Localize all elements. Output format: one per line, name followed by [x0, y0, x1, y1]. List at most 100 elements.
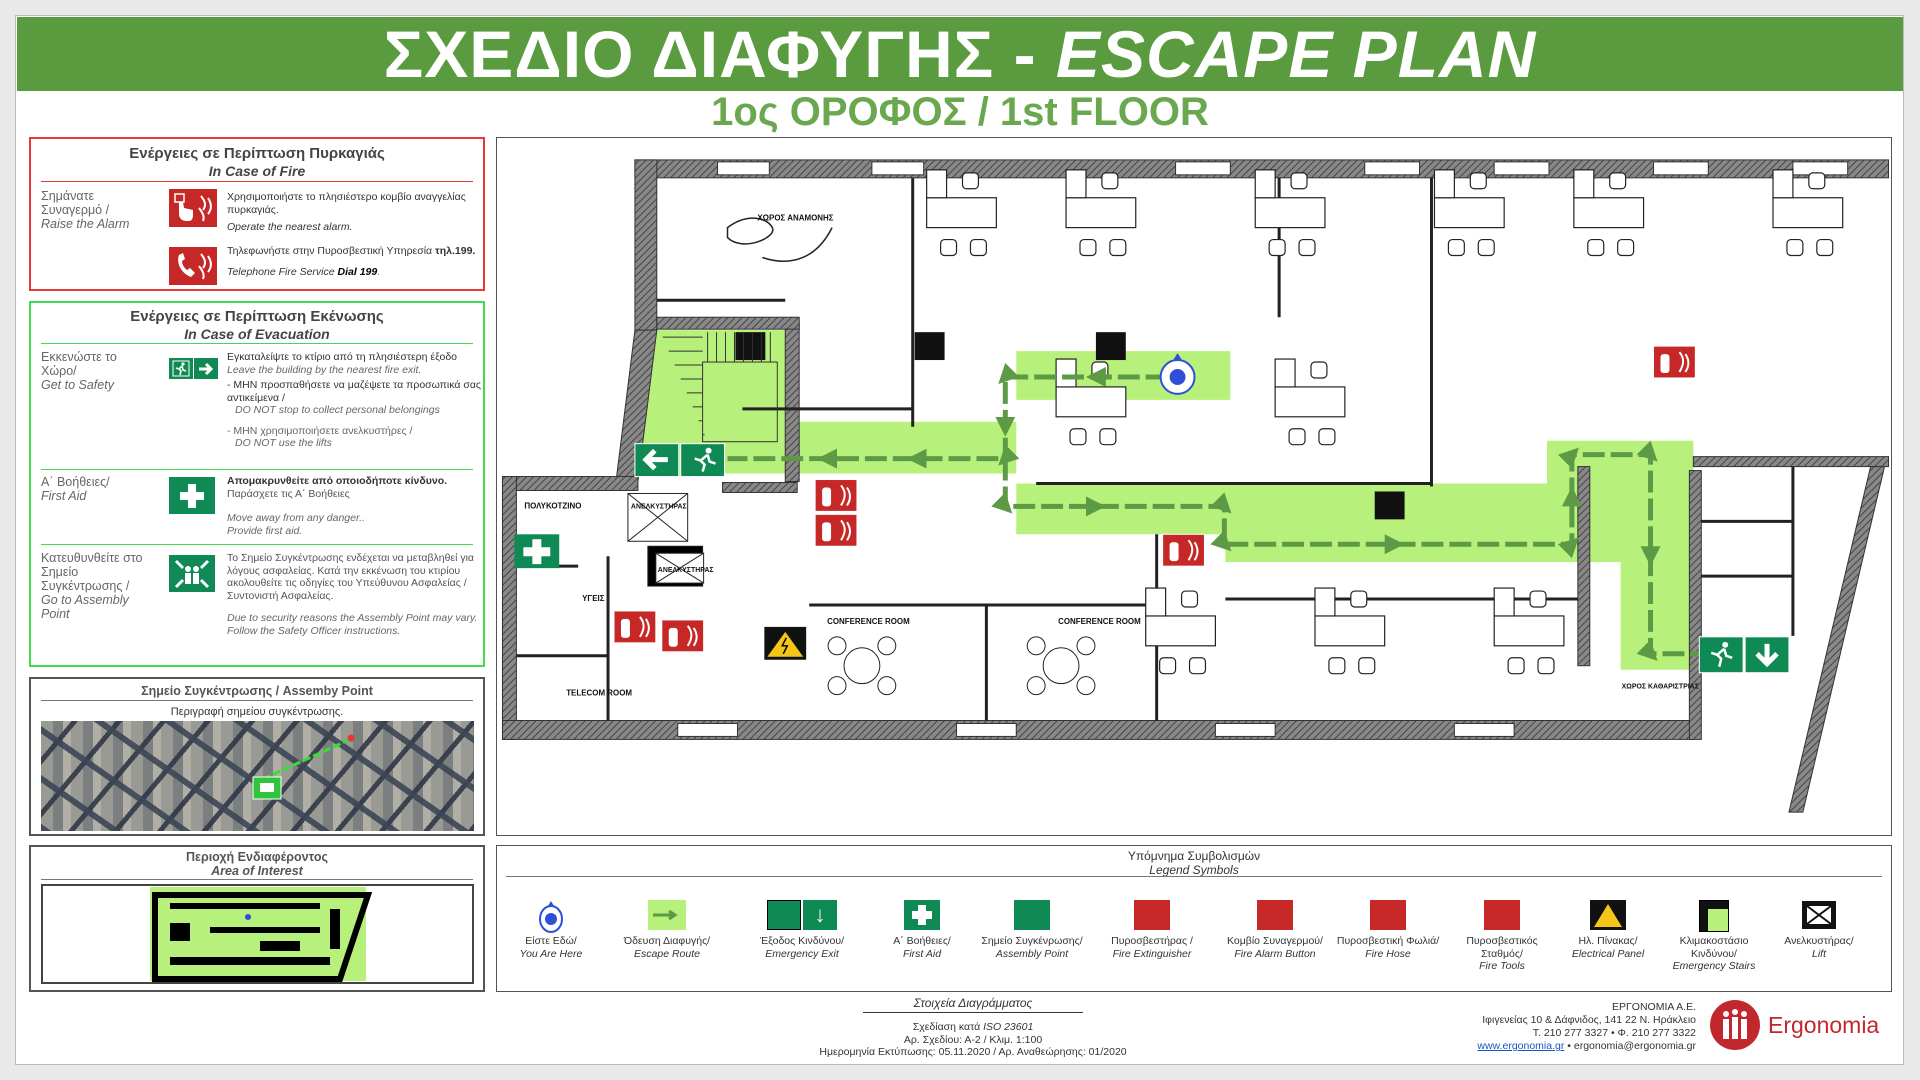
- legend-label-gr: Έξοδος Κινδύνου/: [759, 935, 845, 947]
- assembly-point-panel: Σημείο Συγκέντρωσης / Assemby Point Περι…: [29, 677, 485, 836]
- electrical-panel-icon: [1568, 900, 1648, 932]
- floor-plan: ΧΩΡΟΣ ΑΝΑΜΟΝΗΣ ΠΟΛΥΚΟΤΖΙΝΟ ΑΝΕΛΚΥΣΤΗΡΑΣ …: [501, 159, 1890, 813]
- legend-label-gr: Ανελκυστήρας/: [1784, 935, 1854, 947]
- emergency-stairs: [662, 332, 778, 450]
- electrical-panel-sign: [764, 626, 807, 660]
- call-instruction: Τηλεφωνήστε στην Πυροσβεστική Υπηρεσία: [227, 245, 433, 257]
- room-label-kitchen: ΠΟΛΥΚΟΤΖΙΝΟ: [524, 501, 581, 510]
- column: [1095, 332, 1126, 361]
- fire-extinguisher-sign: [1162, 533, 1205, 567]
- area-heading: Περιοχή Ενδιαφέροντος: [186, 850, 328, 864]
- first-aid-icon: [882, 900, 962, 932]
- divider: [41, 879, 473, 880]
- floor-plan-panel: ΧΩΡΟΣ ΑΝΑΜΟΝΗΣ ΠΟΛΥΚΟΤΖΙΝΟ ΑΝΕΛΚΥΣΤΗΡΑΣ …: [496, 137, 1892, 836]
- emergency-exit-icon: ↓: [762, 900, 842, 932]
- legend-label-gr: Α΄ Βοήθειες/: [893, 935, 951, 947]
- alarm-instruction-en: Operate the nearest alarm.: [227, 221, 353, 233]
- leave-building-instruction-en: Leave the building by the nearest fire e…: [227, 363, 422, 376]
- assembly-instruction: Το Σημείο Συγκέντρωσης ενδέχεται να μετα…: [227, 552, 475, 602]
- company-info: ΕΡΓΟΝΟΜΙΑ Α.Ε. Ιφιγενείας 10 & Δάφνιδος,…: [1380, 1001, 1696, 1053]
- alarm-instruction: Χρησιμοποιήστε το πλησιέστερο κομβίο ανα…: [227, 191, 466, 216]
- get-to-safety-label: Εκκενώστε το Χώρο/Get to Safety: [41, 350, 117, 392]
- legend-panel: [496, 845, 1892, 992]
- route-arrow-lower: [991, 440, 1700, 661]
- title-english: ESCAPE PLAN: [1055, 17, 1537, 91]
- page-title: ΣΧΕΔΙΟ ΔΙΑΦΥΓΗΣ - ESCAPE PLAN: [17, 17, 1903, 91]
- drawing-number: Αρ. Σχεδίου: Α-2 / Κλιμ. 1:100: [903, 1033, 1043, 1046]
- room-label-conference-1: CONFERENCE ROOM: [827, 617, 910, 626]
- company-phone: Τ. 210 277 3327 • Φ. 210 277 3322: [1532, 1027, 1696, 1039]
- provide-first-aid-instruction: Παράσχετε τις Α΄ Βοήθειες: [227, 487, 350, 500]
- emergency-exit-sign-west: [634, 443, 726, 478]
- fire-heading-en: In Case of Fire: [208, 163, 306, 179]
- you-are-here-marker: [1159, 353, 1196, 395]
- legend-label-en: Emergency Exit: [765, 947, 839, 960]
- legend-label-en: Fire Extinguisher: [1112, 947, 1192, 960]
- fire-hose-icon: [1348, 900, 1428, 932]
- fire-safety-signs: [613, 345, 1696, 653]
- area-map-frame: [41, 884, 474, 984]
- divider: [41, 544, 473, 545]
- title-greek: ΣΧΕΔΙΟ ΔΙΑΦΥΓΗΣ -: [383, 17, 1037, 91]
- legend-label-en: Escape Route: [634, 947, 700, 960]
- assembly-satellite-map[interactable]: [41, 721, 474, 831]
- assembly-instruction-en: Due to security reasons the Assembly Poi…: [227, 612, 478, 637]
- fire-instructions-panel: Ενέργειες σε Περίπτωση Πυρκαγιάς In Case…: [29, 137, 485, 291]
- desk-cluster: [926, 169, 997, 257]
- room-label-lift-1: ΑΝΕΛΚΥΣΤΗΡΑΣ: [631, 503, 687, 510]
- room-label-lift-2: ΑΝΕΛΚΥΣΤΗΡΑΣ: [658, 567, 714, 574]
- fire-hose-sign: [661, 619, 705, 653]
- assembly-heading: Σημείο Συγκέντρωσης / Assemby Point: [141, 684, 373, 698]
- legend-label-gr: Πυροσβεστήρας /: [1111, 935, 1193, 947]
- company-name: ΕΡΓΟΝΟΜΙΑ Α.Ε.: [1612, 1001, 1696, 1013]
- legend-label-gr: Είστε Εδώ/: [525, 935, 577, 947]
- desk-cluster: [1433, 169, 1505, 257]
- fire-extinguisher-sign: [814, 479, 858, 512]
- legend-label-gr: Σημείο Συγκένρωσης/: [981, 935, 1083, 947]
- assembly-description: Περιγραφή σημείου συγκέντρωσης.: [170, 706, 344, 718]
- desk-cluster: [1274, 358, 1346, 446]
- desk-cluster: [1254, 169, 1326, 257]
- assembly-point-label: Κατευθυνθείτε στο Σημείο Συγκέντρωσης /G…: [41, 551, 143, 621]
- move-away-instruction: Απομακρυνθείτε από οποιοδήποτε κίνδυνο.: [227, 475, 448, 487]
- legend-label-en: Electrical Panel: [1571, 947, 1645, 960]
- fire-alarm-button-icon: [169, 189, 217, 227]
- desk-cluster: [1573, 169, 1645, 257]
- fire-tools-icon: [1462, 900, 1542, 932]
- room-label-cleaning: ΧΩΡΟΣ ΚΑΘΑΡΙΣΤΡΙΑΣ: [1622, 684, 1699, 691]
- column: [1374, 491, 1405, 520]
- assembly-point-icon: [169, 555, 215, 592]
- legend-label-gr: Κλιμακοστάσιο Κινδύνου/: [1679, 935, 1749, 960]
- fire-heading: Ενέργειες σε Περίπτωση Πυρκαγιάς: [129, 145, 385, 162]
- room-label-wc: ΥΓΕΙΣ: [582, 594, 605, 603]
- waiting-area-sofa: [726, 217, 833, 262]
- emergency-stairs-icon: [1674, 900, 1754, 932]
- legend-label-gr: Κομβίο Συναγερμού/: [1227, 935, 1323, 947]
- call-instruction-en: Telephone Fire Service: [227, 265, 335, 278]
- evacuation-heading: Ενέργειες σε Περίπτωση Εκένωσης: [130, 308, 384, 325]
- legend-label-en: Fire Hose: [1365, 947, 1411, 960]
- emergency-exit-sign-east: [1698, 636, 1790, 674]
- divider: [41, 181, 473, 182]
- lift-icon: [1779, 900, 1859, 932]
- area-heading-en: Area of Interest: [211, 864, 303, 878]
- legend-label-gr: Όδευση Διαφυγής/: [623, 935, 711, 947]
- company-website-link[interactable]: www.ergonomia.gr: [1477, 1040, 1565, 1052]
- fire-alarm-button-icon: [1235, 900, 1315, 932]
- legend-label-en: Fire Tools: [1479, 960, 1525, 972]
- evacuation-heading-en: In Case of Evacuation: [184, 326, 330, 342]
- lifts-warning: - ΜΗΝ χρησιμοποιήσετε ανελκυστήρες /: [227, 424, 413, 437]
- lift-shafts: [627, 492, 705, 587]
- legend-label-en: Fire Alarm Button: [1234, 947, 1316, 960]
- assembly-point-icon: [992, 900, 1072, 932]
- company-email: • ergonomia@ergonomia.gr: [1567, 1040, 1696, 1052]
- emergency-exit-icon: [169, 358, 218, 379]
- route-to-assembly-line: [262, 737, 352, 781]
- room-label-conference-2: CONFERENCE ROOM: [1058, 617, 1141, 626]
- fire-extinguisher-icon: [1112, 900, 1192, 932]
- legend-label-gr: Πυροσβεστική Φωλιά/: [1336, 935, 1440, 947]
- design-standard-label: Σχεδίαση κατά: [912, 1021, 981, 1033]
- belongings-warning: - ΜΗΝ προσπαθήσετε να μαζέψετε τα προσωπ…: [227, 379, 481, 404]
- divider: [41, 469, 473, 470]
- lifts-warning-en: DO NOT use the lifts: [235, 437, 332, 449]
